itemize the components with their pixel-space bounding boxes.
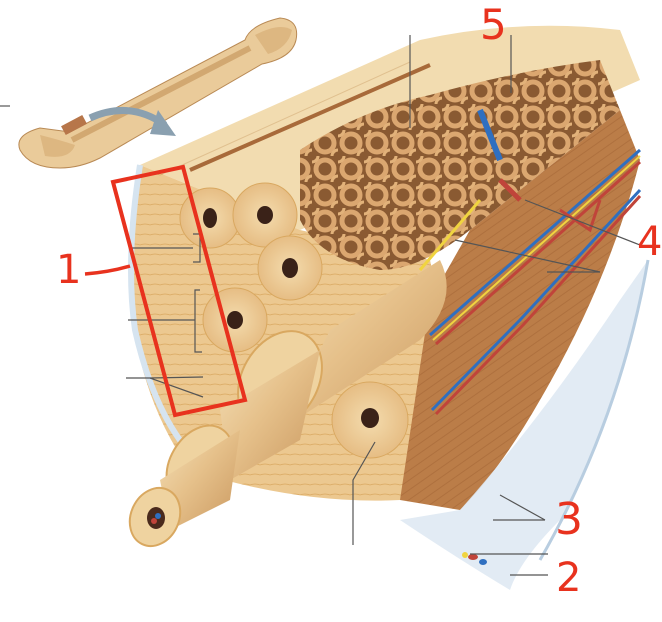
osteons [179, 182, 409, 459]
long-bone-inset [18, 17, 298, 169]
label-1: 1 [56, 247, 82, 293]
annotation-connector [84, 264, 131, 276]
blood-vessels [418, 108, 642, 416]
annotation-box [110, 164, 248, 418]
periosteum [400, 260, 648, 590]
label-2: 2 [556, 555, 582, 601]
label-3: 3 [555, 494, 583, 545]
leader-lines [0, 35, 641, 576]
label-5: 5 [480, 0, 507, 49]
label-4: 4 [637, 219, 662, 265]
arrow-head-icon [150, 110, 176, 136]
osteon-telescoping-tubes [128, 260, 447, 548]
spongy-bone [300, 60, 620, 270]
